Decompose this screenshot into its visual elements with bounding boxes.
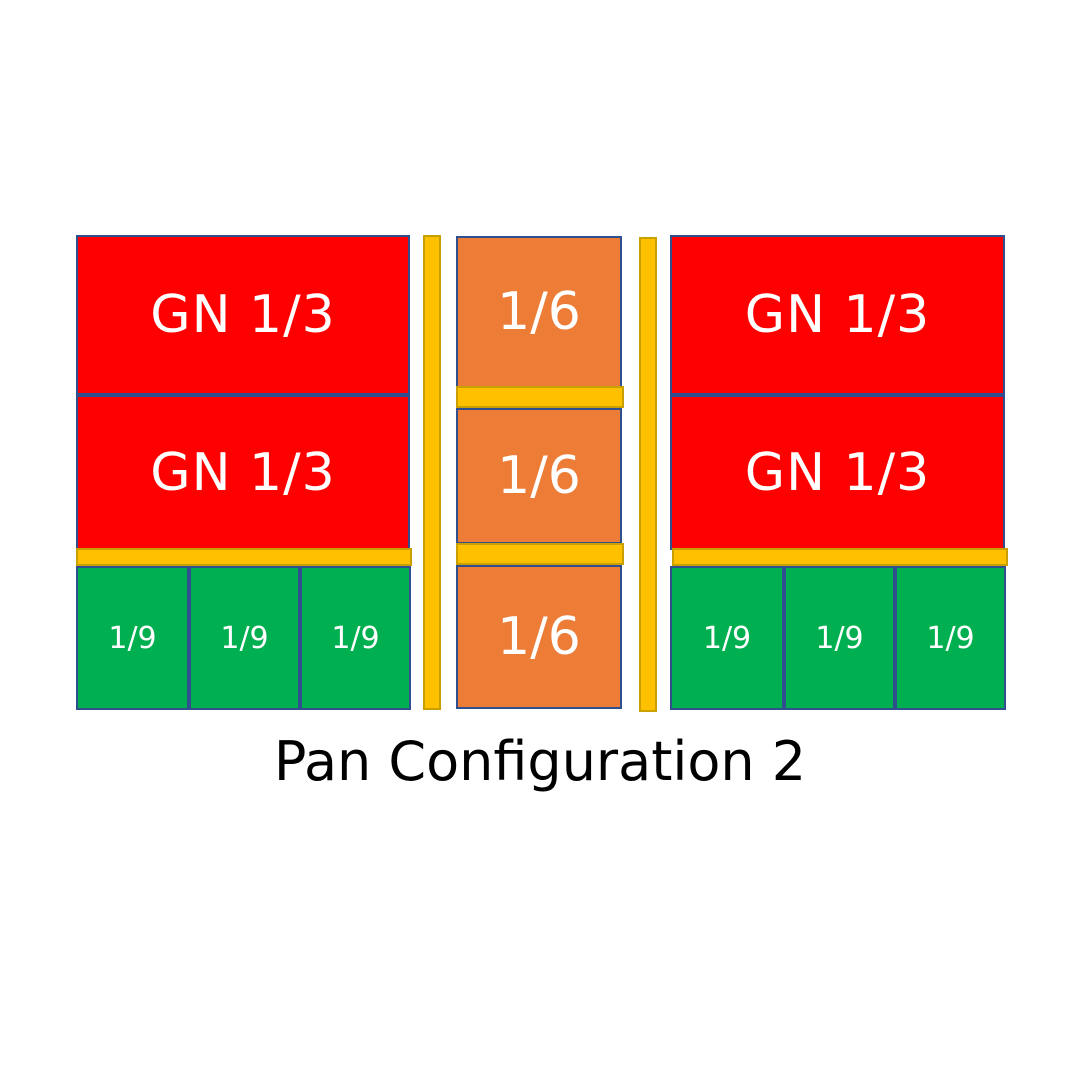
right-gn-third-pan-middle: GN 1/3 — [670, 395, 1005, 550]
left-vertical-divider-bar — [423, 235, 441, 710]
center-upper-divider-bar — [456, 386, 624, 408]
right-ninth-pan-1: 1/9 — [670, 566, 784, 710]
pan-label: 1/9 — [815, 620, 864, 656]
pan-label: 1/9 — [331, 620, 380, 656]
left-gn-third-pan-middle: GN 1/3 — [76, 395, 410, 550]
left-ninth-pan-2: 1/9 — [189, 566, 300, 710]
pan-label: GN 1/3 — [150, 285, 336, 345]
center-sixth-pan-top: 1/6 — [456, 236, 622, 388]
right-vertical-divider-bar — [639, 237, 657, 712]
diagram-caption: Pan Configuration 2 — [273, 730, 807, 793]
center-lower-divider-bar — [456, 543, 624, 565]
right-ninth-pan-3: 1/9 — [895, 566, 1006, 710]
pan-label: GN 1/3 — [744, 442, 931, 503]
right-gn-third-pan-top: GN 1/3 — [670, 235, 1005, 395]
pan-label: 1/6 — [497, 607, 581, 667]
center-sixth-pan-middle: 1/6 — [456, 408, 622, 544]
pan-label: GN 1/3 — [744, 285, 931, 345]
left-ninth-pan-1: 1/9 — [76, 566, 189, 710]
pan-label: 1/6 — [497, 446, 581, 506]
pan-label: 1/9 — [702, 620, 752, 656]
pan-label: 1/9 — [220, 620, 269, 656]
pan-label: GN 1/3 — [150, 442, 336, 503]
left-horizontal-divider-bar — [76, 548, 412, 566]
left-ninth-pan-3: 1/9 — [300, 566, 411, 710]
pan-label: 1/6 — [497, 282, 581, 342]
pan-label: 1/9 — [108, 620, 157, 656]
right-ninth-pan-2: 1/9 — [784, 566, 895, 710]
pan-label: 1/9 — [926, 620, 975, 656]
center-sixth-pan-bottom: 1/6 — [456, 565, 622, 709]
left-gn-third-pan-top: GN 1/3 — [76, 235, 410, 395]
right-horizontal-divider-bar — [672, 548, 1008, 566]
